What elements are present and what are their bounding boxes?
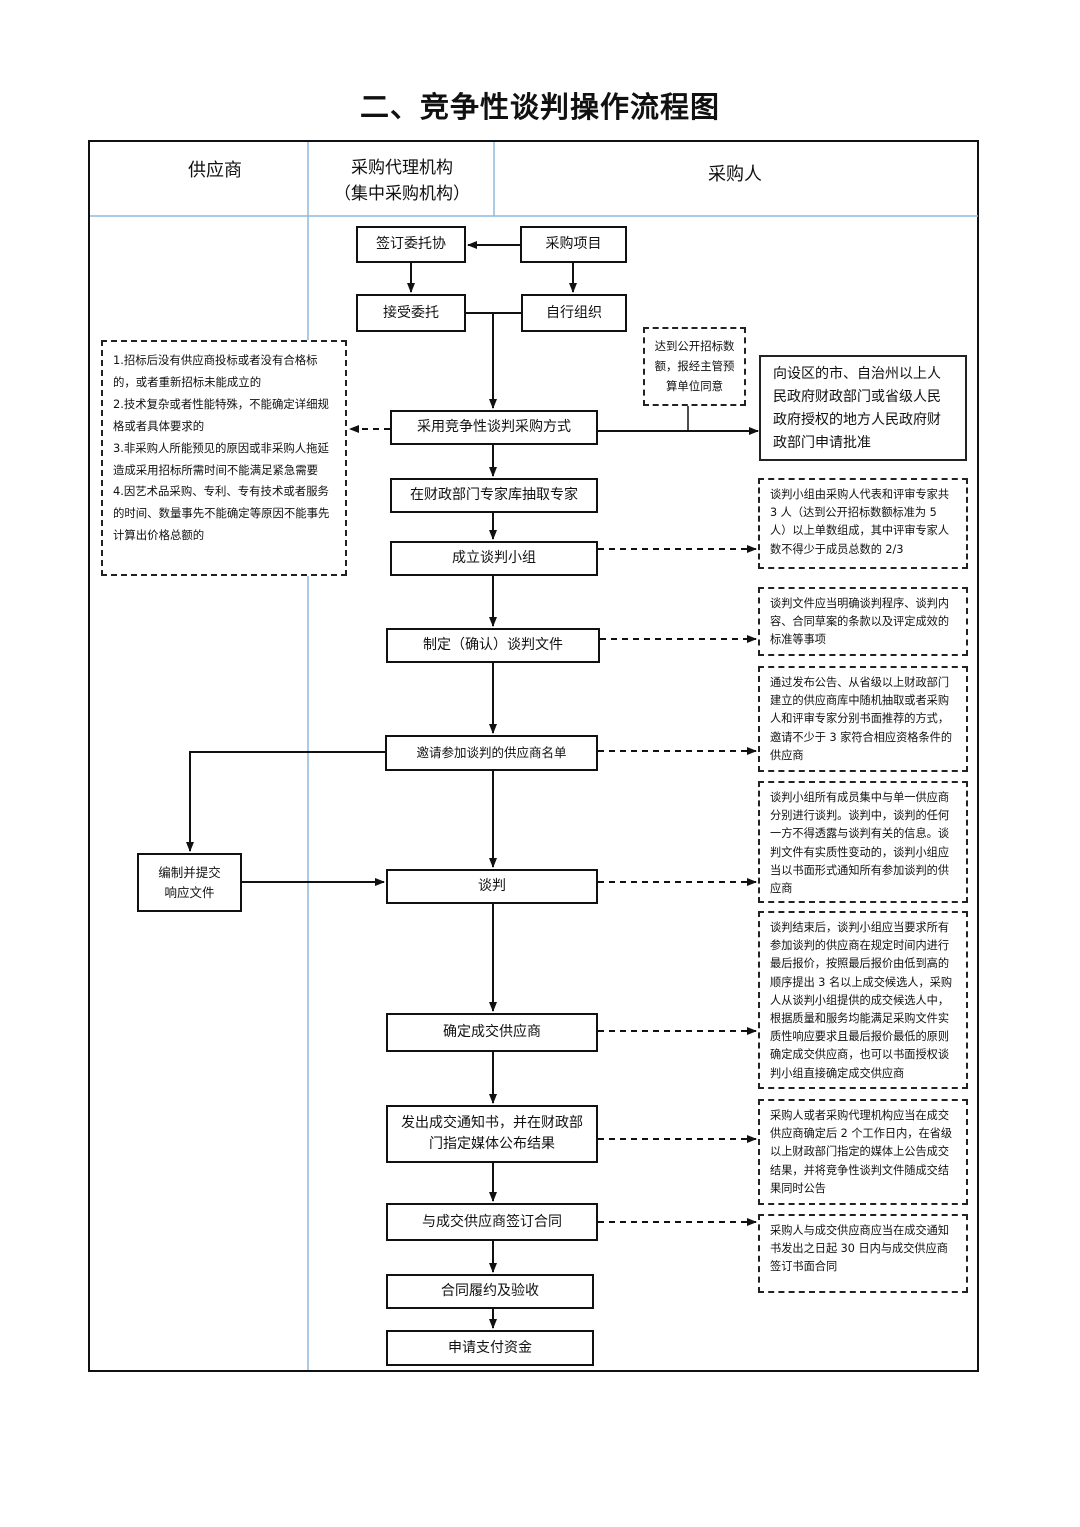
step-negotiate: 谈判 — [386, 869, 598, 904]
step-apply-payment-label: 申请支付资金 — [448, 1339, 532, 1356]
step-prepare-docs-label: 制定（确认）谈判文件 — [423, 637, 563, 653]
step-invite-list-label: 邀请参加谈判的供应商名单 — [416, 745, 567, 760]
note-notice-text: 采购人或者采购代理机构应当在成交供应商确定后 2 个工作日内，在省级以上财政部门… — [770, 1109, 953, 1195]
step-purchase-project-label: 采购项目 — [545, 236, 602, 252]
step-prepare-response: 编制并提交 响应文件 — [137, 853, 242, 912]
step-apply-payment: 申请支付资金 — [386, 1330, 594, 1366]
step-issue-notice-label-2: 门指定媒体公布结果 — [429, 1136, 555, 1152]
note-team-text: 谈判小组由采购人代表和评审专家共 3 人（达到公开招标数额标准为 5 人）以上单… — [770, 488, 950, 556]
note-determine-text: 谈判结束后，谈判小组应当要求所有参加谈判的供应商在规定时间内进行最后报价，按照最… — [770, 921, 953, 1080]
step-adopt-method: 采用竞争性谈判采购方式 — [390, 410, 598, 445]
note-contract-text: 采购人与成交供应商应当在成交通知书发出之日起 30 日内与成交供应商签订书面合同 — [770, 1224, 950, 1274]
step-draw-experts-label: 在财政部门专家库抽取专家 — [410, 487, 578, 503]
note-docs-text: 谈判文件应当明确谈判程序、谈判内容、合同草案的条款以及评定成效的标准等事项 — [770, 597, 950, 647]
step-negotiate-label: 谈判 — [478, 878, 506, 894]
lane-agency-label-2: （集中采购机构） — [334, 184, 470, 204]
step-determine-supplier: 确定成交供应商 — [386, 1013, 598, 1052]
step-perform-accept: 合同履约及验收 — [386, 1274, 594, 1309]
lane-purchaser-label: 采购人 — [708, 164, 762, 185]
step-sign-commission-label: 签订委托协 — [376, 236, 446, 252]
step-adopt-method-label: 采用竞争性谈判采购方式 — [417, 419, 571, 435]
note-invite: 通过发布公告、从省级以上财政部门建立的供应商库中随机抽取或者采购人和评审专家分别… — [758, 666, 968, 772]
note-notice: 采购人或者采购代理机构应当在成交供应商确定后 2 个工作日内，在省级以上财政部门… — [758, 1099, 968, 1205]
note-negotiate: 谈判小组所有成员集中与单一供应商分别进行谈判。谈判中，谈判的任何一方不得透露与谈… — [758, 781, 968, 903]
note-condition-4: 4.因艺术品采购、专利、专有技术或者服务的时间、数量事先不能确定等原因不能事先计… — [113, 484, 330, 543]
step-prepare-docs: 制定（确认）谈判文件 — [386, 628, 600, 663]
note-condition-3: 3.非采购人所能预见的原因或非采购人拖延造成采用招标所需时间不能满足紧急需要 — [113, 440, 329, 477]
step-sign-contract: 与成交供应商签订合同 — [386, 1203, 598, 1241]
step-invite-list: 邀请参加谈判的供应商名单 — [385, 735, 598, 771]
step-self-organize-label: 自行组织 — [546, 304, 602, 321]
note-determine: 谈判结束后，谈判小组应当要求所有参加谈判的供应商在规定时间内进行最后报价，按照最… — [758, 911, 968, 1089]
note-condition-2: 2.技术复杂或者性能特殊，不能确定详细规格或者具体要求的 — [113, 396, 329, 433]
lane-agency-label-1: 采购代理机构 — [351, 158, 453, 178]
note-approval-text: 向设区的市、自治州以上人民政府财政部门或省级人民政府授权的地方人民政府财政部门申… — [773, 366, 941, 451]
note-threshold: 达到公开招标数额，报经主管预算单位同意 — [643, 327, 746, 406]
note-team: 谈判小组由采购人代表和评审专家共 3 人（达到公开招标数额标准为 5 人）以上单… — [758, 478, 968, 569]
note-negotiate-text: 谈判小组所有成员集中与单一供应商分别进行谈判。谈判中，谈判的任何一方不得透露与谈… — [770, 791, 950, 896]
note-conditions: 1.招标后没有供应商投标或者没有合格标的，或者重新招标未能成立的 2.技术复杂或… — [101, 340, 347, 576]
note-contract: 采购人与成交供应商应当在成交通知书发出之日起 30 日内与成交供应商签订书面合同 — [758, 1214, 968, 1293]
step-self-organize: 自行组织 — [521, 294, 627, 332]
step-sign-commission: 签订委托协 — [356, 226, 466, 263]
step-form-team-label: 成立谈判小组 — [452, 550, 536, 566]
step-purchase-project: 采购项目 — [520, 226, 627, 263]
step-form-team: 成立谈判小组 — [390, 541, 598, 576]
note-approval: 向设区的市、自治州以上人民政府财政部门或省级人民政府授权的地方人民政府财政部门申… — [759, 355, 967, 461]
step-accept-commission-label: 接受委托 — [383, 304, 439, 321]
step-prepare-response-label-1: 编制并提交 — [158, 864, 221, 880]
note-threshold-text: 达到公开招标数额，报经主管预算单位同意 — [654, 339, 735, 393]
lane-purchaser: 采购人 — [670, 162, 800, 188]
note-condition-1: 1.招标后没有供应商投标或者没有合格标的，或者重新招标未能成立的 — [113, 353, 318, 389]
step-sign-contract-label: 与成交供应商签订合同 — [422, 1213, 562, 1230]
step-draw-experts: 在财政部门专家库抽取专家 — [390, 478, 598, 513]
diagram-frame — [88, 140, 979, 1372]
step-issue-notice-label-1: 发出成交通知书，并在财政部 — [401, 1115, 583, 1131]
lane-supplier-label: 供应商 — [188, 160, 242, 181]
note-invite-text: 通过发布公告、从省级以上财政部门建立的供应商库中随机抽取或者采购人和评审专家分别… — [770, 676, 953, 762]
step-issue-notice: 发出成交通知书，并在财政部 门指定媒体公布结果 — [386, 1105, 598, 1163]
step-accept-commission: 接受委托 — [356, 294, 466, 332]
step-prepare-response-label-2: 响应文件 — [164, 884, 215, 900]
page-title: 二、竞争性谈判操作流程图 — [359, 90, 720, 124]
note-docs: 谈判文件应当明确谈判程序、谈判内容、合同草案的条款以及评定成效的标准等事项 — [758, 587, 968, 656]
lane-supplier: 供应商 — [150, 158, 280, 184]
step-perform-accept-label: 合同履约及验收 — [441, 1283, 539, 1299]
lane-agency: 采购代理机构 （集中采购机构） — [310, 155, 494, 207]
step-determine-supplier-label: 确定成交供应商 — [443, 1024, 541, 1040]
